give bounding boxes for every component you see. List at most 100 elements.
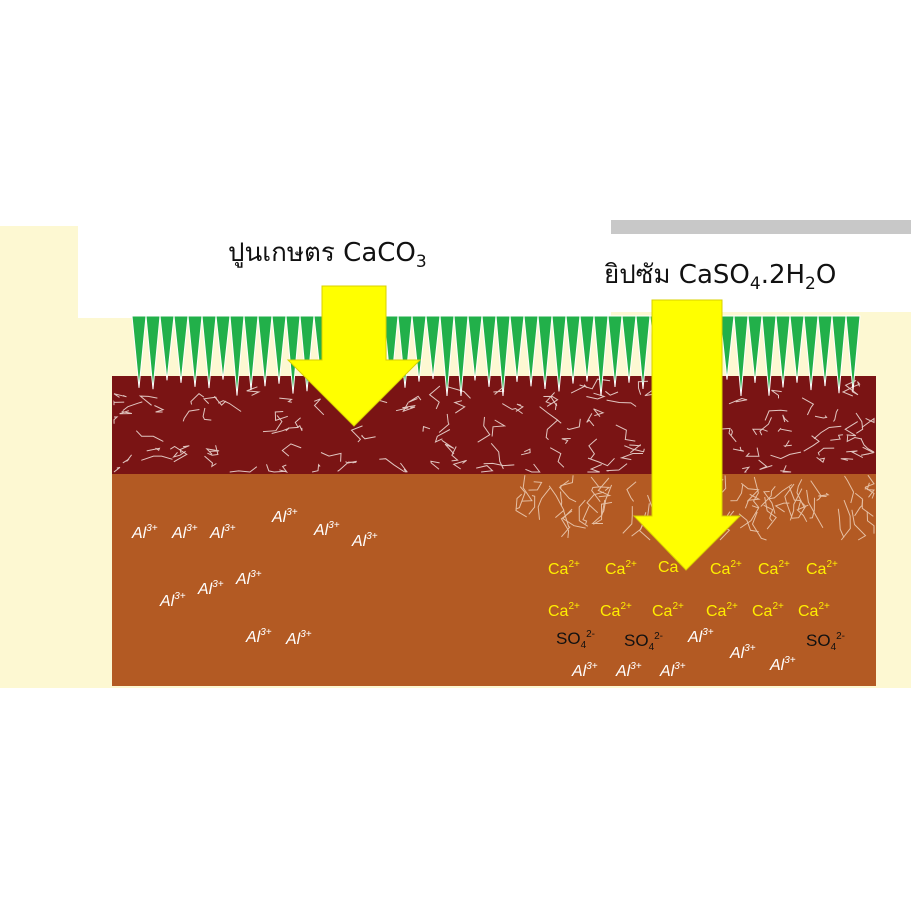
ca-ion: Ca2+ <box>605 560 637 578</box>
root-crack <box>861 417 875 428</box>
root-line <box>806 489 824 529</box>
root-line <box>738 513 759 533</box>
root-crack <box>624 445 645 453</box>
grass-blade <box>747 315 763 383</box>
ion-charge: 3+ <box>286 507 298 518</box>
root-crack <box>190 393 205 405</box>
grass-blade <box>439 315 455 397</box>
ion-charge: 3+ <box>744 643 756 654</box>
root-crack <box>545 391 555 405</box>
grass-blade <box>257 315 273 387</box>
ion-charge: 2+ <box>778 559 790 570</box>
root-crack <box>587 464 602 473</box>
root-crack <box>860 438 875 453</box>
root-crack <box>606 463 628 472</box>
grass-blade <box>775 315 791 388</box>
root-line <box>788 486 802 510</box>
ion-base: Ca <box>548 561 569 578</box>
gypsum-formula-s1: 4 <box>749 274 761 294</box>
grass-blade <box>733 315 749 397</box>
ion-base: Al <box>770 657 785 674</box>
grass-blade <box>565 315 581 384</box>
root-line <box>760 485 776 507</box>
root-crack <box>764 409 788 421</box>
ion-base: Al <box>352 533 367 550</box>
root-crack <box>850 381 861 388</box>
root-crack <box>337 461 357 472</box>
root-crack <box>814 415 828 419</box>
root-crack <box>217 400 242 412</box>
root-crack <box>742 466 751 473</box>
root-crack <box>320 452 342 462</box>
grass-blade <box>187 315 203 387</box>
root-crack <box>266 464 287 473</box>
root-line <box>744 493 761 509</box>
subsoil-layer <box>112 472 876 686</box>
root-crack <box>119 410 132 415</box>
ion-charge: 3+ <box>328 520 340 531</box>
ion-base: Ca <box>605 561 626 578</box>
root-line <box>537 487 551 520</box>
lime-label: ปูนเกษตร CaCO3 <box>228 240 427 271</box>
ion-base: Al <box>688 629 703 646</box>
root-line <box>844 475 855 504</box>
grass-blade <box>411 315 427 382</box>
root-line <box>854 492 874 517</box>
gypsum-formula-s2: 2 <box>805 274 816 294</box>
grass-blade <box>425 315 441 380</box>
gypsum-formula-p3: O <box>815 260 837 290</box>
gray-bar <box>611 220 911 234</box>
root-crack <box>113 466 121 473</box>
al-ion: Al3+ <box>286 630 312 648</box>
grass-blade <box>131 315 147 388</box>
root-crack <box>861 446 875 456</box>
root-crack <box>430 460 440 470</box>
root-crack <box>515 403 524 412</box>
al-ion: Al3+ <box>616 662 642 680</box>
grass-blade <box>481 315 497 387</box>
root-line <box>548 485 565 518</box>
root-crack <box>586 392 606 400</box>
ion-charge: 3+ <box>146 523 158 534</box>
gypsum-arrow <box>632 299 742 571</box>
ion-charge: 2+ <box>826 559 838 570</box>
root-crack <box>771 389 782 399</box>
root-crack <box>525 463 541 473</box>
al-ion: Al3+ <box>770 656 796 674</box>
al-ion: Al3+ <box>730 644 756 662</box>
root-line <box>591 499 606 524</box>
root-crack <box>246 386 261 396</box>
grass-blade <box>215 315 231 380</box>
root-crack <box>780 465 792 473</box>
root-crack <box>122 401 143 411</box>
root-crack <box>113 393 127 398</box>
al-ion: Al3+ <box>132 524 158 542</box>
grass-blade <box>803 315 819 391</box>
root-crack <box>844 380 859 396</box>
ion-charge: 2- <box>586 629 596 640</box>
root-crack <box>830 434 843 441</box>
ion-base: Al <box>210 525 225 542</box>
root-crack <box>801 397 815 416</box>
root-crack <box>179 445 190 454</box>
ion-charge: 2+ <box>730 559 742 570</box>
root-crack <box>204 455 217 468</box>
root-crack <box>751 428 768 436</box>
lime-label-text: ปูนเกษตร <box>228 238 335 268</box>
al-ion: Al3+ <box>314 521 340 539</box>
root-crack <box>135 430 164 442</box>
root-line <box>809 497 815 519</box>
al-ion: Al3+ <box>688 628 714 646</box>
root-line <box>560 510 573 538</box>
root-crack <box>844 421 858 437</box>
grass-blade <box>719 315 735 380</box>
ion-base: Al <box>572 663 587 680</box>
al-ion: Al3+ <box>246 628 272 646</box>
root-line <box>818 492 830 497</box>
root-line <box>784 483 795 518</box>
grass-blade <box>635 315 651 389</box>
ion-charge: 3+ <box>784 655 796 666</box>
ion-sub: 4 <box>830 642 837 653</box>
root-crack <box>408 395 422 403</box>
al-ion: Al3+ <box>160 592 186 610</box>
